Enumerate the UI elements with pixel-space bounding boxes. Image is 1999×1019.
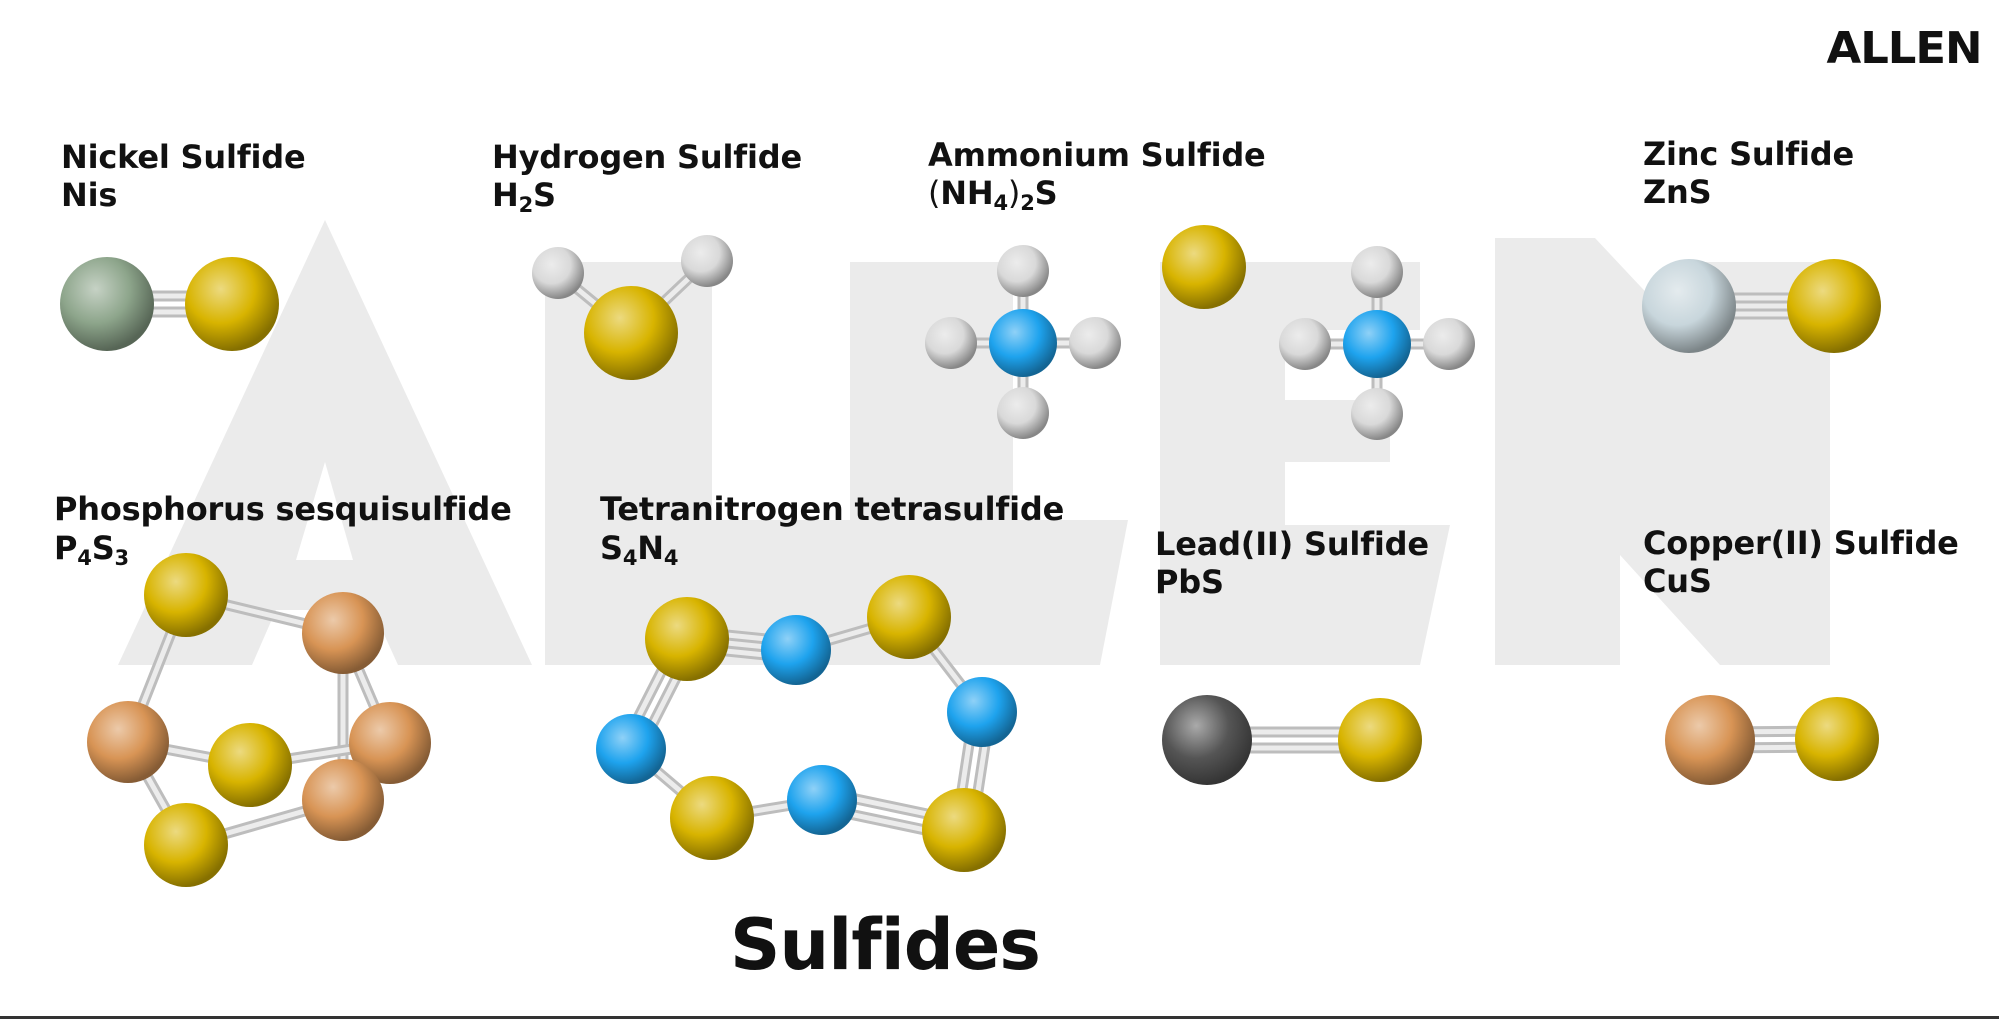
nitrogen-atom (1343, 310, 1411, 378)
formula-text: ) (1007, 174, 1021, 212)
nitrogen-atom (989, 309, 1057, 377)
compound-name-hydrogen-sulfide: Hydrogen Sulfide (492, 138, 802, 176)
hydrogen-atom (997, 387, 1049, 439)
compound-formula-nickel-sulfide: Nis (61, 176, 117, 215)
sulfur-atom (208, 723, 292, 807)
nitrogen-atom (947, 677, 1017, 747)
formula-subscript: 4 (622, 546, 638, 570)
sulfur-atom (1787, 259, 1881, 353)
sulfur-atom (867, 575, 951, 659)
hydrogen-atom (997, 245, 1049, 297)
compound-formula-hydrogen-sulfide: H2S (492, 176, 556, 217)
compound-formula-zinc-sulfide: ZnS (1643, 173, 1712, 212)
hydrogen-atom (1279, 318, 1331, 370)
formula-text: N (637, 529, 664, 567)
compound-name-tetranitrogen-tetrasulfide: Tetranitrogen tetrasulfide (600, 490, 1065, 528)
formula-subscript: 3 (114, 546, 130, 570)
hydrogen-atom (1351, 388, 1403, 440)
sulfur-atom (645, 597, 729, 681)
phosphorus-atom (87, 701, 169, 783)
formula-text: NH (940, 174, 994, 212)
watermark-letter-a (118, 220, 532, 665)
compound-formula-phosphorus-sesquisulfide: P4S3 (54, 529, 130, 570)
compound-name-lead-sulfide: Lead(II) Sulfide (1155, 525, 1429, 563)
phosphorus-atom (302, 759, 384, 841)
watermark-letter-l (850, 262, 1128, 665)
compound-name-ammonium-sulfide: Ammonium Sulfide (928, 136, 1266, 174)
atom-layer (60, 225, 1881, 887)
formula-subscript: 4 (993, 191, 1008, 215)
sulfur-atom (144, 803, 228, 887)
watermark-letter-n (1495, 238, 1830, 665)
nickel-atom (60, 257, 154, 351)
formula-text: CuS (1643, 562, 1712, 600)
nitrogen-atom (596, 714, 666, 784)
page-title: Sulfides (730, 904, 1041, 986)
sulfur-atom (922, 788, 1006, 872)
bottom-divider (0, 1016, 1999, 1019)
formula-subscript: 4 (77, 546, 92, 570)
formula-subscript: 2 (518, 193, 534, 217)
brand-logo: ALLEN (1826, 23, 1982, 74)
sulfur-atom (670, 776, 754, 860)
sulfur-atom (1795, 697, 1879, 781)
compound-name-phosphorus-sesquisulfide: Phosphorus sesquisulfide (54, 490, 512, 528)
formula-text: Nis (61, 176, 118, 214)
hydrogen-atom (925, 317, 977, 369)
hydrogen-atom (532, 247, 584, 299)
formula-subscript: 2 (1020, 191, 1035, 215)
formula-text: S (600, 529, 623, 567)
lead-atom (1162, 695, 1252, 785)
formula-text: H (492, 176, 519, 214)
sulfur-atom (185, 257, 279, 351)
compound-name-nickel-sulfide: Nickel Sulfide (61, 138, 306, 176)
hydrogen-atom (1423, 318, 1475, 370)
compound-formula-ammonium-sulfide: (NH4)2S (928, 174, 1058, 215)
phosphorus-atom (302, 592, 384, 674)
allen-watermark (118, 220, 1830, 665)
nitrogen-atom (761, 615, 831, 685)
zinc-atom (1642, 259, 1736, 353)
compound-formula-lead-sulfide: PbS (1155, 563, 1224, 602)
hydrogen-atom (681, 235, 733, 287)
formula-subscript: 4 (663, 546, 679, 570)
compound-formula-copper-sulfide: CuS (1643, 562, 1712, 601)
formula-text: S (533, 176, 556, 214)
hydrogen-atom (1069, 317, 1121, 369)
compound-formula-tetranitrogen-tetrasulfide: S4N4 (600, 529, 679, 570)
hydrogen-atom (1351, 246, 1403, 298)
sulfur-atom (144, 553, 228, 637)
formula-text: S (91, 529, 115, 567)
nitrogen-atom (787, 765, 857, 835)
formula-text: P (54, 529, 78, 567)
formula-text: ZnS (1643, 173, 1712, 211)
formula-text: S (1034, 174, 1058, 212)
copper-atom (1665, 695, 1755, 785)
phosphorus-atom (349, 702, 431, 784)
formula-text: PbS (1155, 563, 1224, 601)
sulfur-atom (1338, 698, 1422, 782)
sulfur-atom (1162, 225, 1246, 309)
formula-text: ( (928, 174, 941, 212)
watermark-letter-e (1160, 262, 1450, 665)
compound-name-copper-sulfide: Copper(II) Sulfide (1643, 524, 1959, 562)
compound-name-zinc-sulfide: Zinc Sulfide (1643, 135, 1854, 173)
sulfur-atom (584, 286, 678, 380)
